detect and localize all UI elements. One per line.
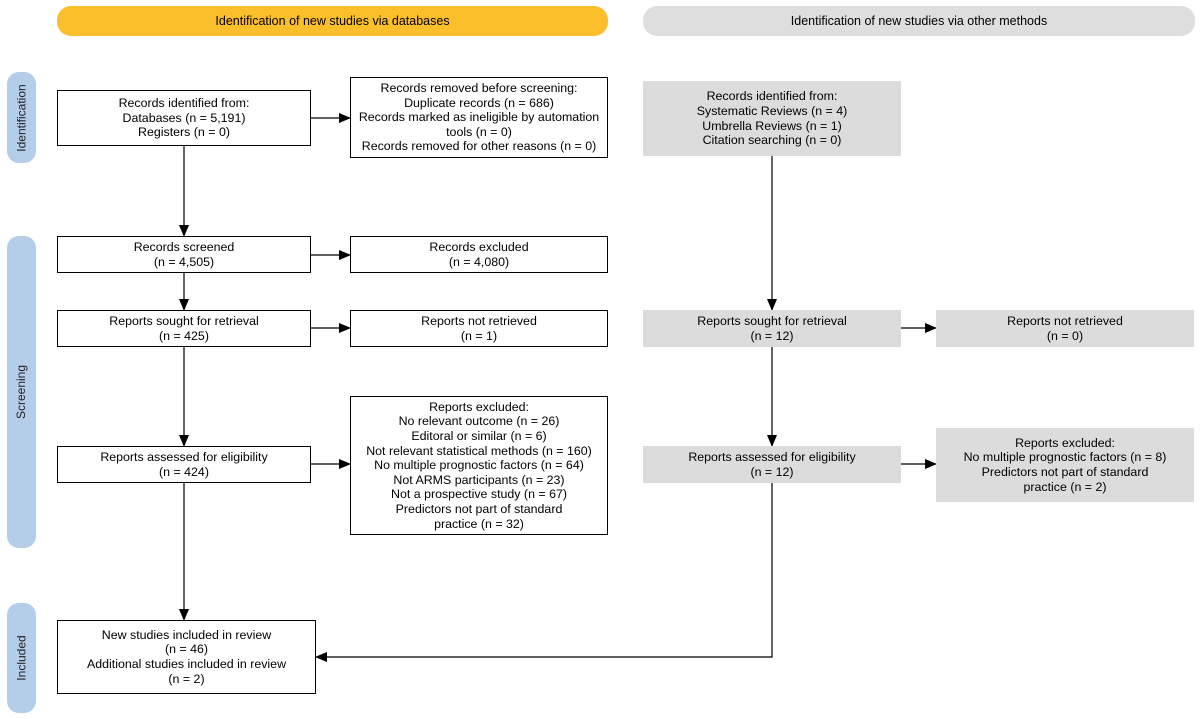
- box-text-line: Not a prospective study (n = 67): [391, 487, 567, 502]
- other-reports-excluded-box: Reports excluded:No multiple prognostic …: [936, 428, 1194, 502]
- box-text-line: Records identified from:: [118, 96, 250, 111]
- included-phase-label: Included: [7, 603, 36, 713]
- box-text-line: (n = 425): [159, 328, 209, 343]
- box-text-line: No multiple prognostic factors (n = 8): [963, 450, 1167, 465]
- box-text-line: Reports excluded:: [1015, 435, 1115, 450]
- box-text-line: (n = 1): [460, 328, 498, 343]
- box-text-line: Umbrella Reviews (n = 1): [702, 118, 842, 133]
- box-text-line: (n = 4,080): [448, 254, 510, 269]
- box-text-line: Records identified from:: [706, 89, 838, 104]
- box-text-line: (n = 4,505): [153, 254, 215, 269]
- databases-reports-assessed-box: Reports assessed for eligibility(n = 424…: [57, 446, 311, 483]
- box-text-line: Editoral or similar (n = 6): [411, 429, 547, 444]
- other-records-identified-box: Records identified from:Systematic Revie…: [643, 81, 901, 156]
- box-text-line: Registers (n = 0): [138, 125, 230, 140]
- databases-records-removed-box: Records removed before screening:Duplica…: [350, 77, 608, 158]
- other-reports-assessed-box: Reports assessed for eligibility(n = 12): [643, 446, 901, 483]
- databases-records-screened-box: Records screened(n = 4,505): [57, 236, 311, 273]
- box-text-line: Reports assessed for eligibility: [100, 449, 268, 464]
- box-text-line: (n = 0): [1046, 328, 1084, 343]
- other-reports-sought-box: Reports sought for retrieval(n = 12): [643, 310, 901, 347]
- box-text-line: Additional studies included in review: [86, 657, 287, 671]
- other-methods-header: Identification of new studies via other …: [643, 6, 1195, 36]
- databases-header-label: Identification of new studies via databa…: [215, 14, 450, 28]
- box-text-line: Records excluded: [429, 239, 529, 254]
- other-methods-header-label: Identification of new studies via other …: [790, 14, 1048, 28]
- box-text-line: Predictors not part of standard: [981, 465, 1149, 479]
- databases-records-identified-box: Records identified from:Databases (n = 5…: [57, 90, 311, 146]
- box-text-line: Records screened: [133, 239, 235, 254]
- box-text-line: Reports not retrieved: [1007, 313, 1123, 328]
- box-text-line: Databases (n = 5,191): [122, 110, 246, 125]
- box-text-line: Reports assessed for eligibility: [688, 449, 856, 464]
- box-text-line: Reports sought for retrieval: [109, 313, 259, 328]
- box-text-line: Reports not retrieved: [421, 313, 537, 328]
- box-text-line: practice (n = 32): [434, 516, 524, 531]
- box-text-line: practice (n = 2): [1023, 479, 1107, 494]
- box-text-line: Reports excluded:: [429, 399, 529, 414]
- other-reports-not-retrieved-box: Reports not retrieved(n = 0): [936, 310, 1194, 347]
- databases-header: Identification of new studies via databa…: [57, 6, 608, 36]
- box-text-line: No multiple prognostic factors (n = 64): [374, 458, 584, 473]
- box-text-line: Records removed before screening:: [380, 81, 578, 96]
- box-text-line: Citation searching (n = 0): [702, 133, 842, 148]
- box-text-line: Systematic Reviews (n = 4): [696, 103, 848, 118]
- databases-reports-not-retrieved-box: Reports not retrieved(n = 1): [350, 310, 608, 347]
- box-text-line: (n = 12): [750, 328, 794, 343]
- box-text-line: Records removed for other reasons (n = 0…: [361, 139, 597, 154]
- box-text-line: (n = 12): [750, 464, 794, 479]
- databases-reports-sought-box: Reports sought for retrieval(n = 425): [57, 310, 311, 347]
- box-text-line: (n = 2): [168, 671, 205, 686]
- screening-phase-label: Screening: [7, 236, 36, 548]
- box-text-line: Not relevant statistical methods (n = 16…: [366, 443, 592, 458]
- box-text-line: Predictors not part of standard: [395, 501, 563, 516]
- box-text-line: (n = 424): [159, 464, 209, 479]
- box-text-line: (n = 46): [164, 642, 209, 657]
- box-text-line: tools (n = 0): [446, 124, 512, 139]
- studies-included-box: New studies included in review(n = 46)Ad…: [57, 620, 316, 694]
- box-text-line: Duplicate records (n = 686): [404, 95, 554, 110]
- box-text-line: New studies included in review: [101, 627, 272, 642]
- databases-records-excluded-box: Records excluded(n = 4,080): [350, 236, 608, 273]
- box-text-line: Reports sought for retrieval: [697, 313, 847, 328]
- box-text-line: Not ARMS participants (n = 23): [393, 472, 565, 487]
- box-text-line: No relevant outcome (n = 26): [398, 414, 560, 429]
- box-text-line: Records marked as ineligible by automati…: [358, 110, 600, 125]
- arrow-other-assessed-to-included: [315, 483, 773, 662]
- identification-phase-label: Identification: [7, 72, 36, 163]
- databases-reports-excluded-box: Reports excluded:No relevant outcome (n …: [350, 396, 608, 535]
